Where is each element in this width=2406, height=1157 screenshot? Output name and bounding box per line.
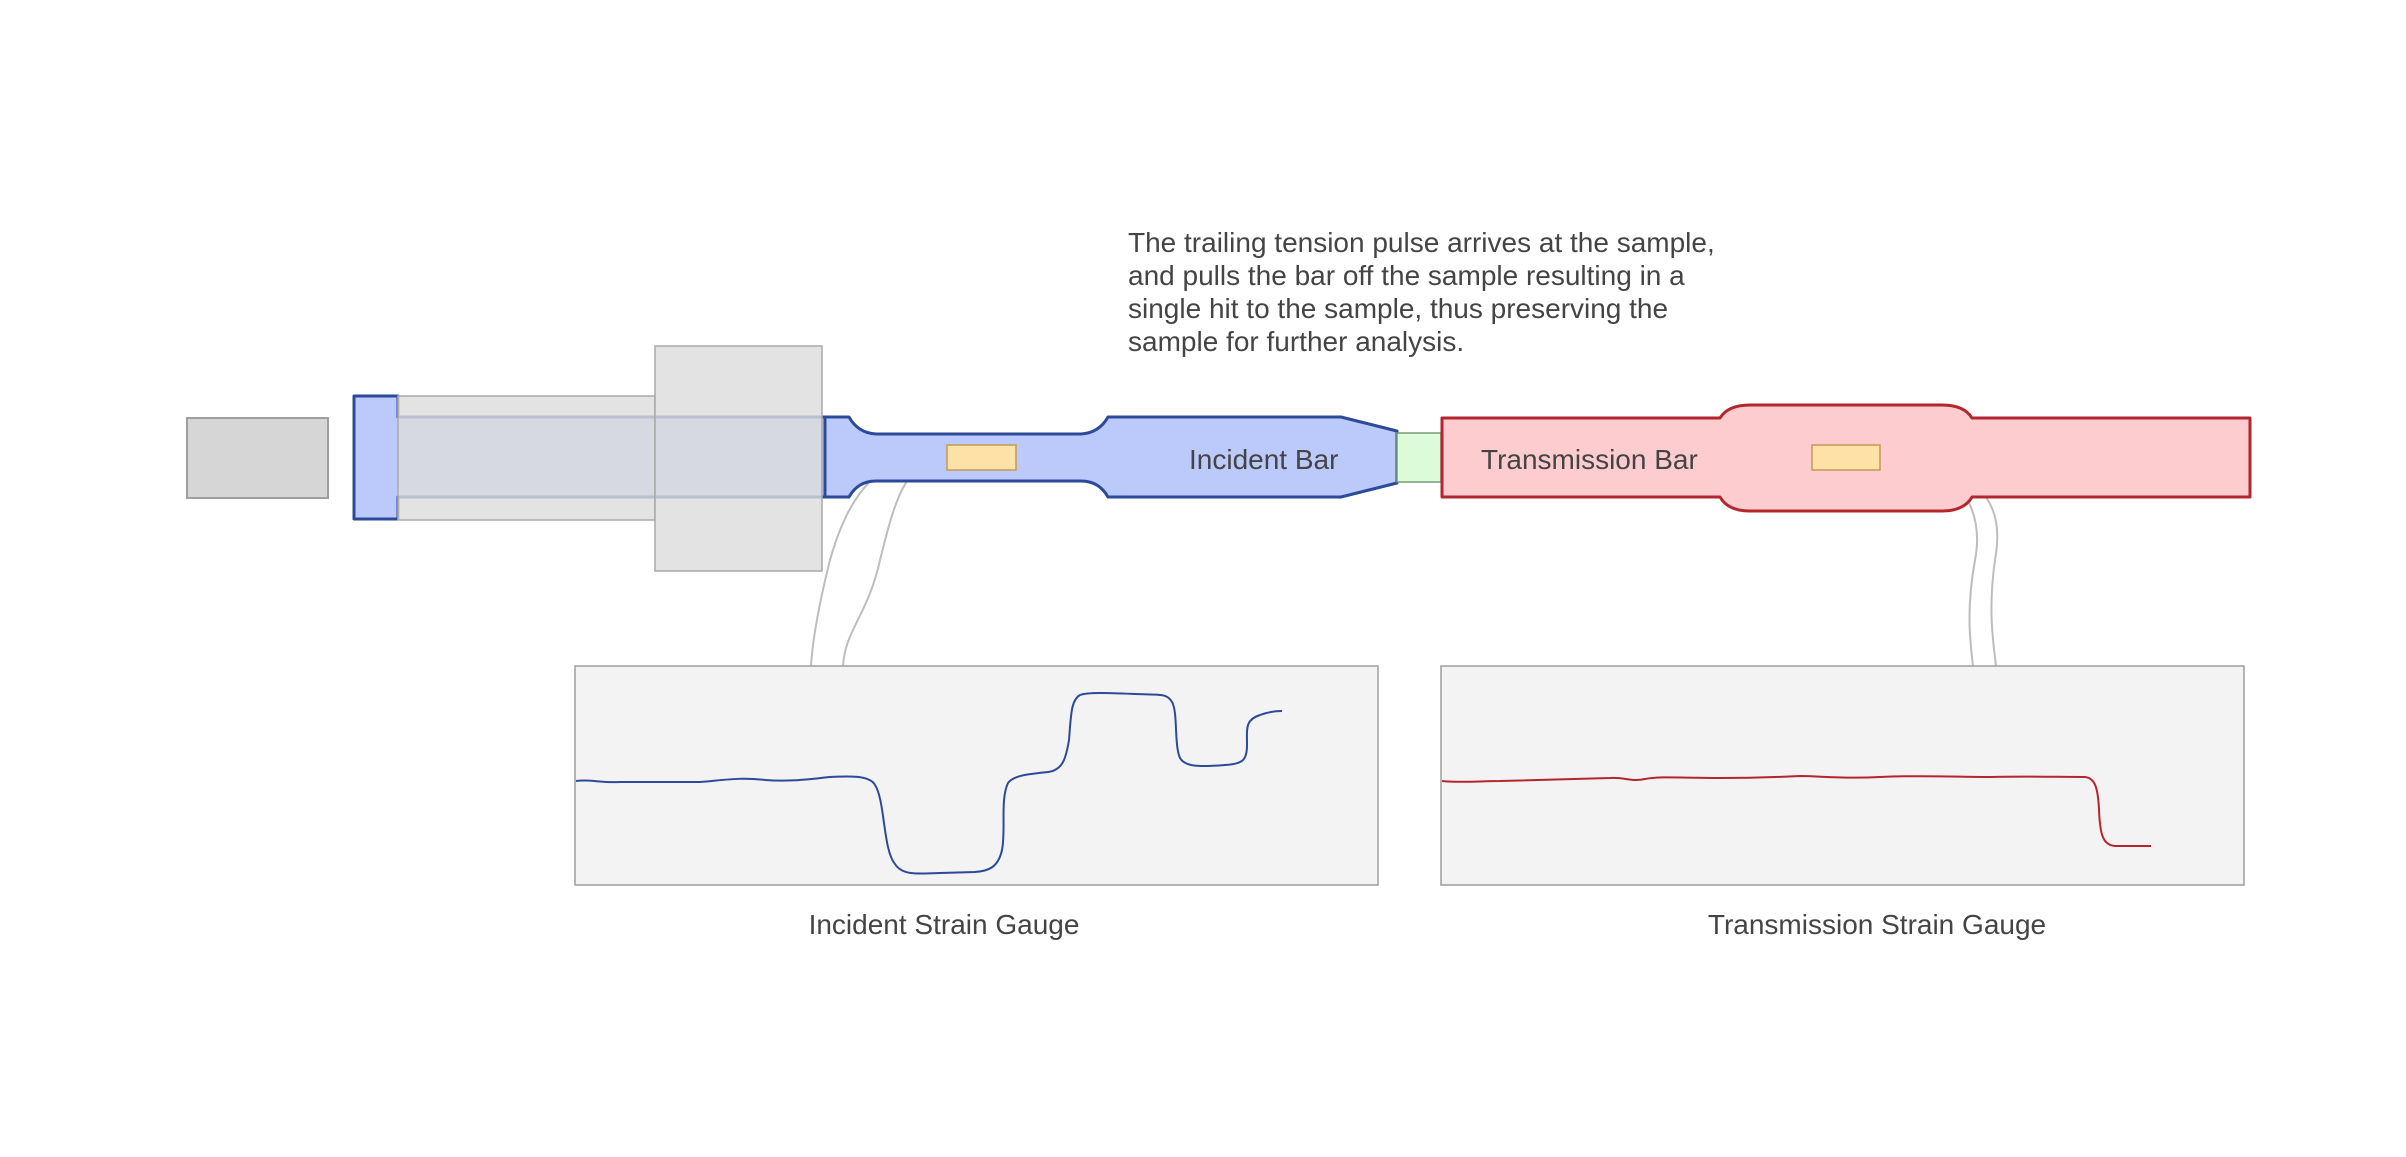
gun-muzzle-housing (654, 345, 823, 572)
description-line-3: single hit to the sample, thus preservin… (1128, 293, 1668, 324)
transmission-strain-gauge-sensor (1811, 444, 1881, 471)
incident-gauge-label: Incident Strain Gauge (809, 909, 1080, 940)
description-line-2: and pulls the bar off the sample resulti… (1128, 260, 1685, 291)
description-line-4: sample for further analysis. (1128, 326, 1464, 357)
incident-strain-signal (575, 692, 1283, 875)
sample (1396, 432, 1442, 483)
gun-barrel-housing (397, 395, 656, 521)
incident-strain-gauge-sensor (946, 444, 1017, 471)
transmission-bar-label: Transmission Bar (1481, 444, 1698, 475)
transmission-gauge-panel (1440, 665, 2245, 886)
incident-gauge-panel (574, 665, 1379, 886)
description-text: The trailing tension pulse arrives at th… (1128, 227, 1723, 357)
transmission-strain-signal (1441, 774, 2151, 847)
striker-block (186, 417, 329, 499)
incident-bar-label: Incident Bar (1189, 444, 1338, 475)
transmission-gauge-label: Transmission Strain Gauge (1708, 909, 2046, 940)
incident-bar-body (823, 415, 1399, 499)
description-line-1: The trailing tension pulse arrives at th… (1128, 227, 1715, 258)
